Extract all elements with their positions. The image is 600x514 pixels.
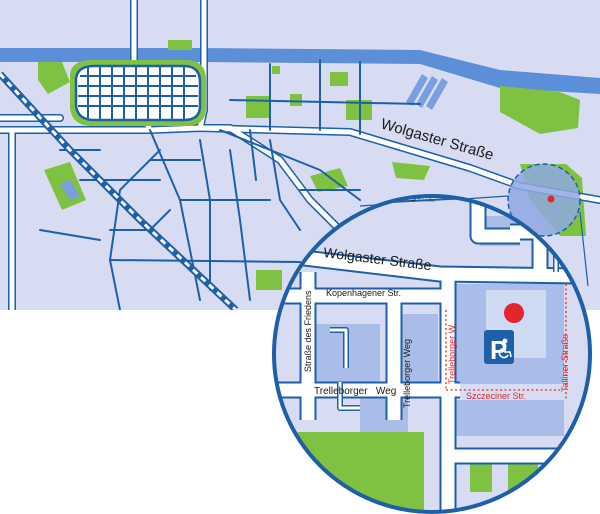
label-kopenhagener-str: Kopenhagener Str. — [326, 288, 401, 298]
location-dot-icon — [504, 303, 524, 323]
old-town-grid — [70, 60, 206, 126]
label-talliner-strasse: Talliner Straße — [560, 334, 570, 392]
footpaths — [445, 284, 567, 400]
label-strasse-des-friedens: Straße des Friedens — [303, 290, 313, 372]
buildings — [60, 74, 448, 200]
label-ruegener-weg: Rügener Weg — [398, 189, 460, 203]
parking-sign: P — [484, 330, 514, 365]
label-trelleborger-weg-horizontal: Trelleborger Weg — [314, 386, 396, 397]
overview-map: Wolgaster Straße — [0, 0, 600, 310]
detail-circle-border — [272, 194, 592, 514]
highlight-area — [507, 163, 581, 237]
label-trelleborger-w: Trelleborger W. — [447, 323, 457, 384]
label-trelleborger-weg-vertical: Trelleborger Weg — [402, 339, 412, 408]
railway — [0, 71, 239, 310]
river — [0, 48, 600, 94]
label-szczeciner-str: Szczeciner Str. — [466, 391, 526, 401]
overview-destination-dot — [547, 195, 555, 203]
wheelchair-icon — [498, 338, 512, 359]
